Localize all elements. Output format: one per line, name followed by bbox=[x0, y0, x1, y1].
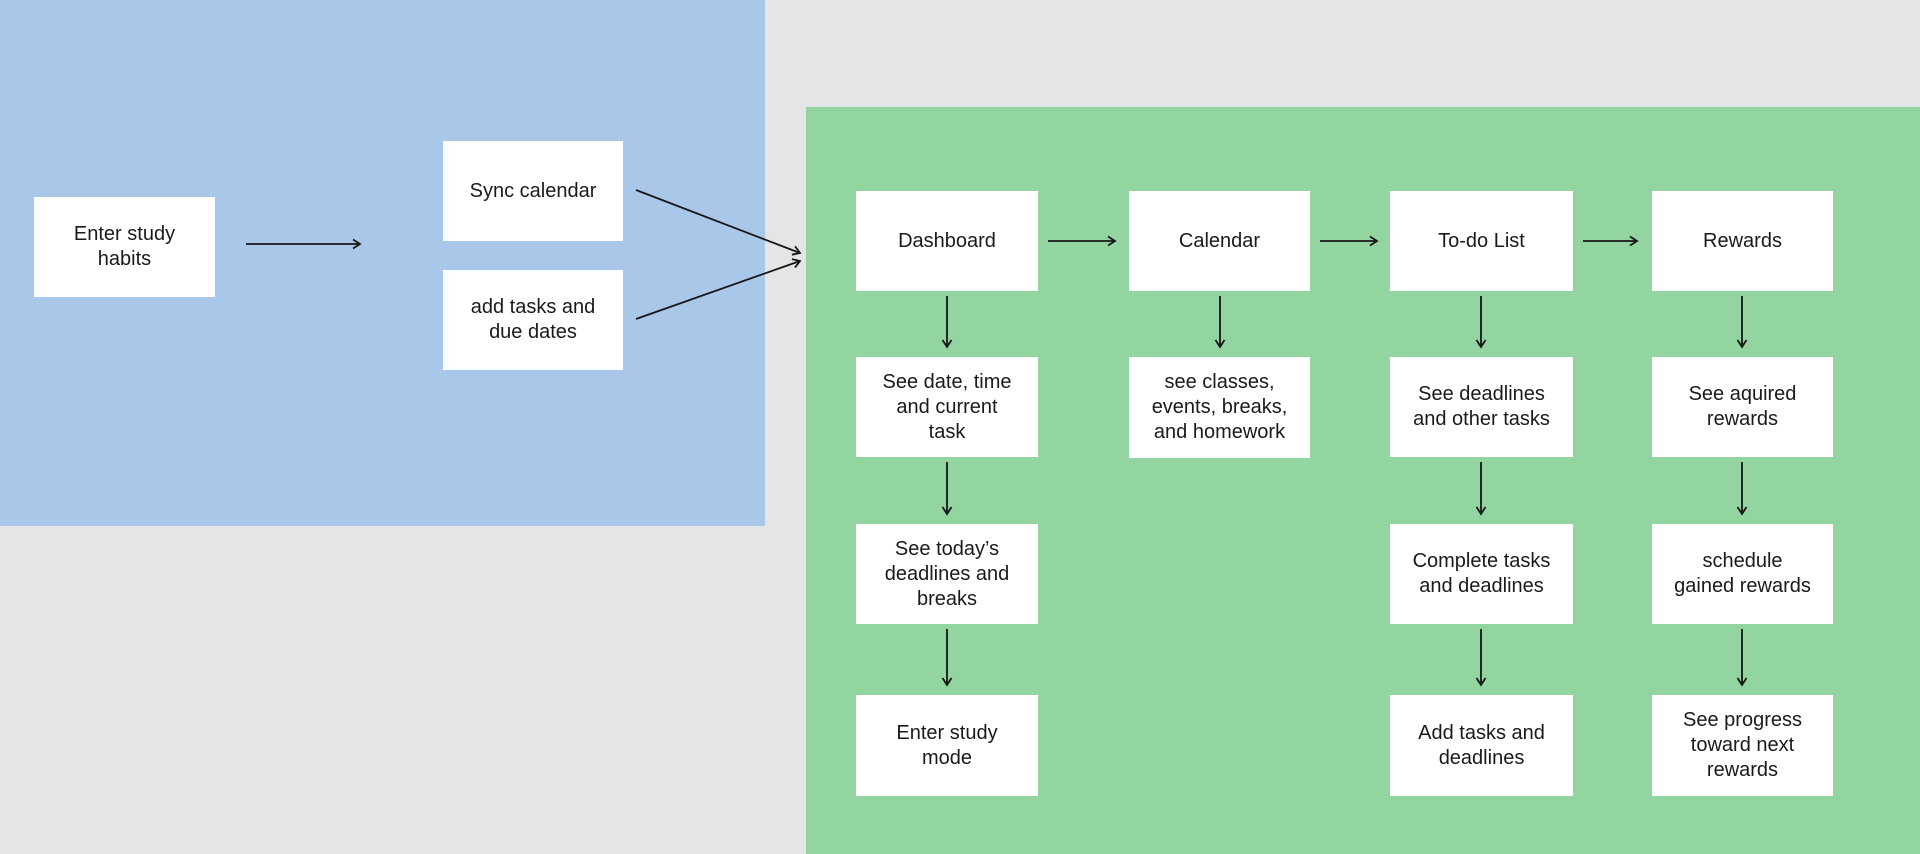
node-see-progress: See progress toward next rewards bbox=[1652, 695, 1833, 796]
node-enter-study-mode: Enter study mode bbox=[856, 695, 1038, 796]
node-enter-study-habits: Enter study habits bbox=[34, 197, 215, 297]
node-see-classes: see classes, events, breaks, and homewor… bbox=[1129, 357, 1310, 458]
node-calendar: Calendar bbox=[1129, 191, 1310, 291]
node-dashboard: Dashboard bbox=[856, 191, 1038, 291]
node-see-date-time: See date, time and current task bbox=[856, 357, 1038, 457]
node-see-deadlines: See deadlines and other tasks bbox=[1390, 357, 1573, 457]
node-see-aquired-rewards: See aquired rewards bbox=[1652, 357, 1833, 457]
node-rewards: Rewards bbox=[1652, 191, 1833, 291]
node-sync-calendar: Sync calendar bbox=[443, 141, 623, 241]
node-add-tasks-deadlines: Add tasks and deadlines bbox=[1390, 695, 1573, 796]
node-complete-tasks: Complete tasks and deadlines bbox=[1390, 524, 1573, 624]
node-see-todays-deadlines: See today’s deadlines and breaks bbox=[856, 524, 1038, 624]
node-add-tasks-due-dates: add tasks and due dates bbox=[443, 270, 623, 370]
node-todo-list: To-do List bbox=[1390, 191, 1573, 291]
node-schedule-gained: schedule gained rewards bbox=[1652, 524, 1833, 624]
